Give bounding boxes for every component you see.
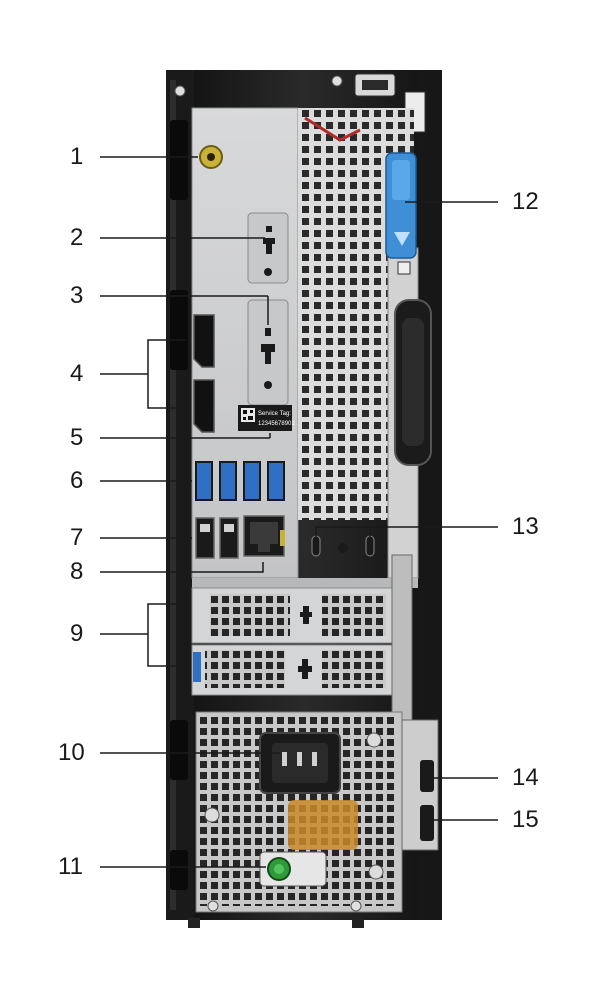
screw-bottom-left [207, 900, 219, 912]
usb3-port-3 [243, 461, 261, 501]
screw-top-left [174, 85, 186, 97]
network-led-icon [280, 530, 285, 546]
callout-2: 2 [70, 224, 84, 251]
callout-1: 1 [70, 143, 84, 170]
panel-divider [192, 578, 418, 588]
internal-cable [304, 116, 361, 142]
callout-4: 4 [70, 360, 84, 387]
callout-8: 8 [70, 558, 84, 585]
psu-screw-left [204, 807, 220, 823]
usb3-port-2 [219, 461, 237, 501]
foot-right [352, 918, 364, 928]
knockout-plus-icon-3 [261, 328, 275, 364]
screw-bottom-center [350, 900, 362, 912]
displayport-1 [193, 314, 215, 368]
leader-line-13 [315, 526, 498, 540]
callout-11: 11 [58, 853, 83, 880]
callout-5: 5 [70, 424, 84, 451]
leader-lines [100, 156, 498, 868]
leader-line-8 [100, 562, 264, 573]
leader-line-9-bracket [147, 603, 188, 667]
expansion-plus-icon-1 [300, 606, 312, 624]
latch-screw-hole [397, 261, 411, 275]
callout-10: 10 [58, 739, 85, 766]
displayport-2 [193, 379, 215, 433]
callout-12: 12 [512, 188, 539, 215]
knockout-plus-icon-2 [263, 226, 275, 254]
service-tag-code: 12345678901 [258, 421, 295, 427]
foot-left [188, 918, 200, 928]
callout-7: 7 [70, 524, 84, 551]
expansion-bracket [391, 554, 413, 721]
screw-top-center [331, 75, 343, 87]
psu-screw-bottom [368, 864, 384, 880]
center-screw-hole [338, 543, 348, 553]
vent-grille-main [298, 108, 388, 520]
expansion-plus-icon-2 [298, 659, 312, 679]
expansion-blue-clip [193, 652, 201, 682]
latch-arrow-icon [394, 232, 410, 246]
callout-14: 14 [512, 764, 539, 791]
padlock-ring [420, 805, 434, 841]
callout-9: 9 [70, 620, 84, 647]
psu-coil [288, 800, 358, 850]
service-tag-title: Service Tag: [258, 411, 291, 417]
callout-15: 15 [512, 806, 539, 833]
kensington-slot [420, 760, 434, 792]
usb3-ports [195, 461, 285, 501]
usb3-port-1 [195, 461, 213, 501]
psu-screw-top [366, 732, 382, 748]
leader-line-4-bracket [147, 339, 186, 409]
callout-6: 6 [70, 467, 84, 494]
callout-13: 13 [512, 513, 539, 540]
callout-3: 3 [70, 282, 84, 309]
usb3-port-4 [267, 461, 285, 501]
